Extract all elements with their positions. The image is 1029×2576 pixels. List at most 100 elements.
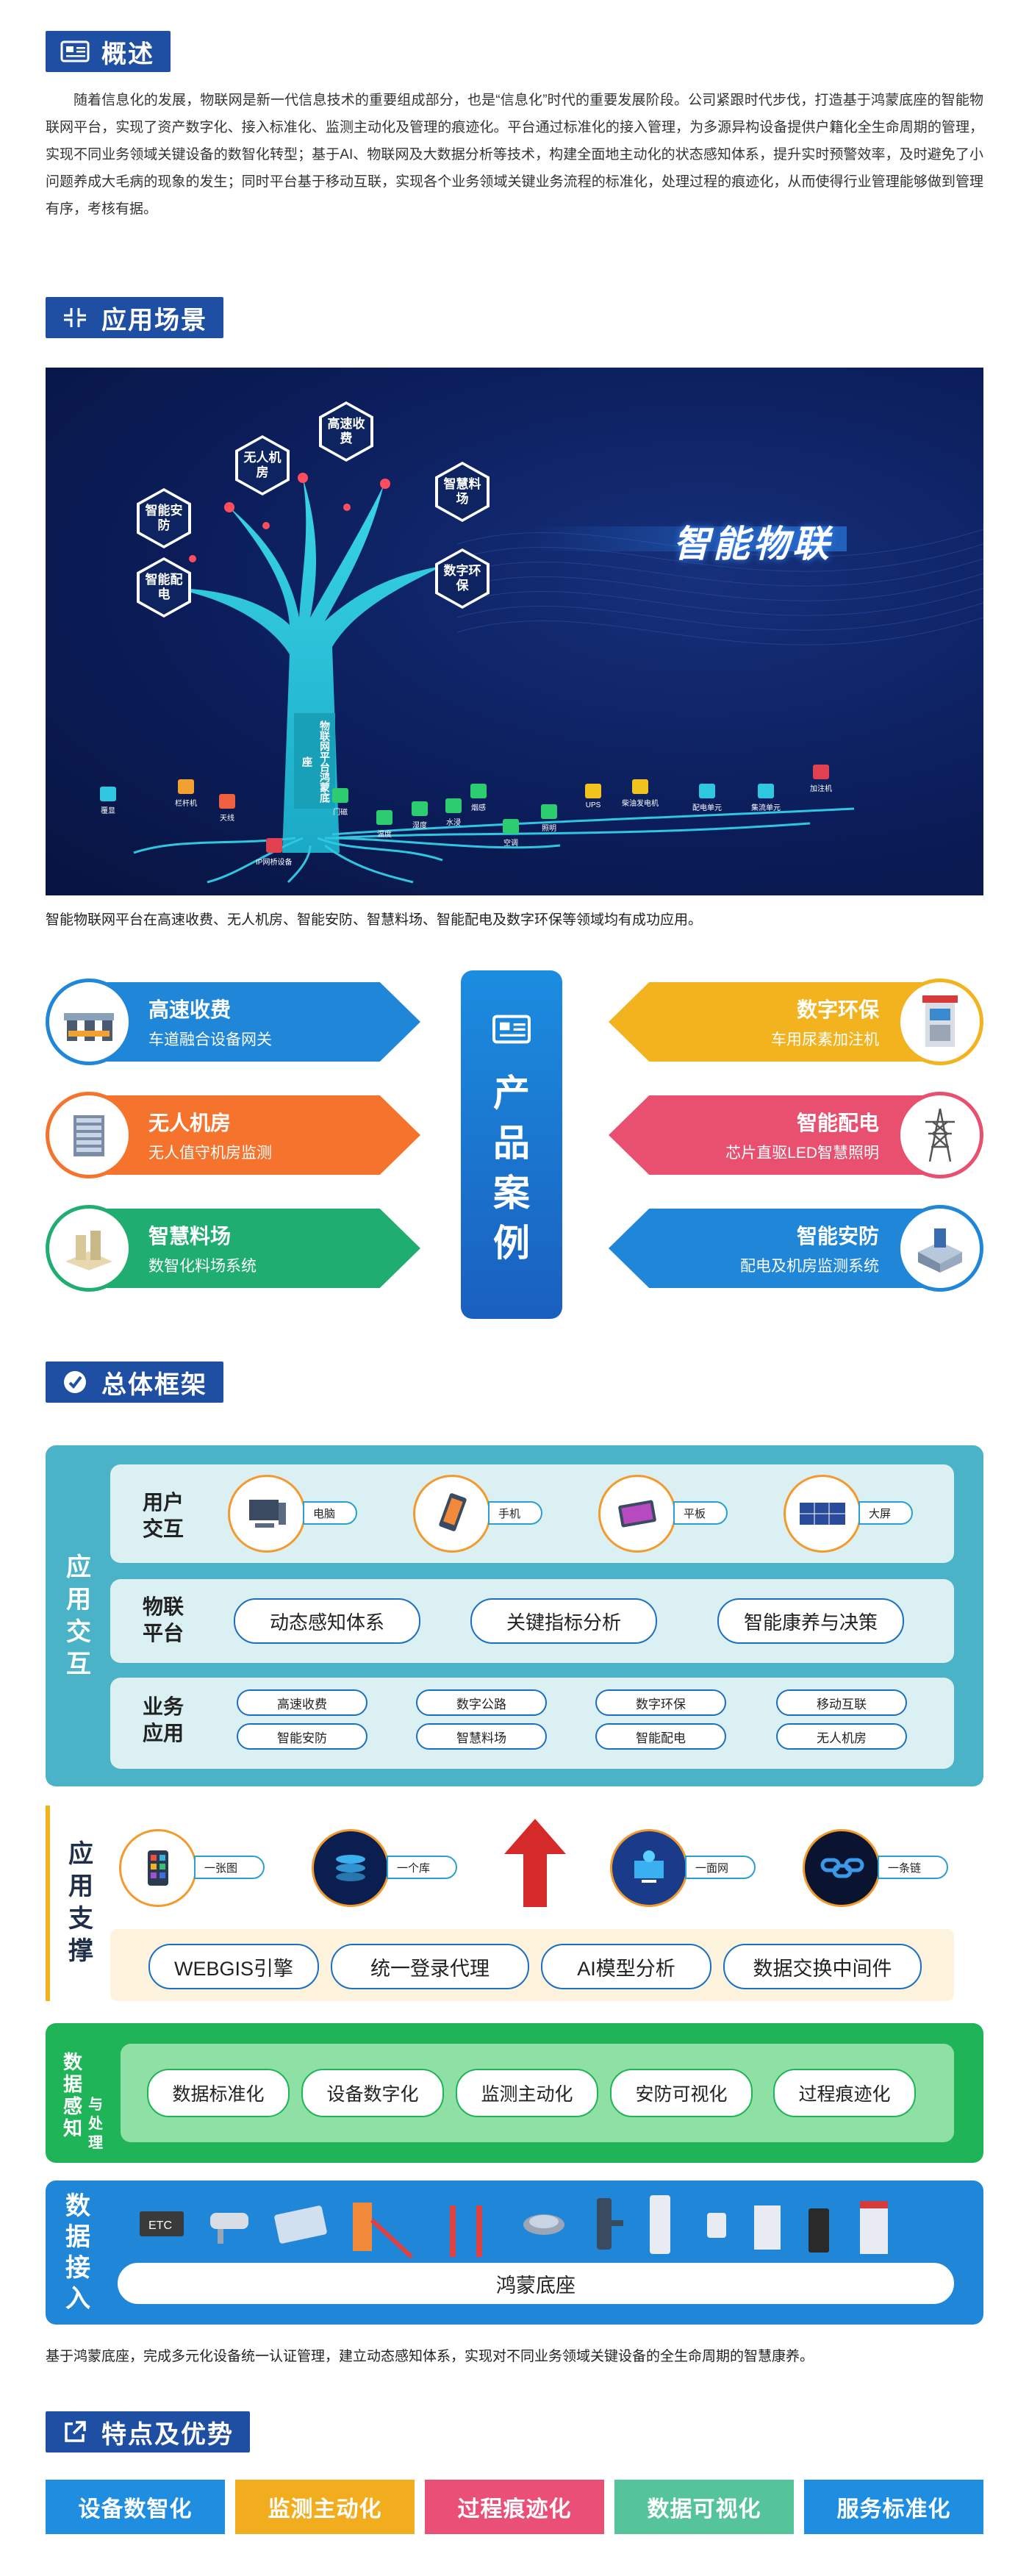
case-title: 高速收费 xyxy=(148,998,232,1021)
case-title: 智能配电 xyxy=(796,1112,879,1134)
card-icon xyxy=(60,40,90,63)
feature-badge: 数据可视化 xyxy=(614,2480,794,2534)
feature-badge: 设备数智化 xyxy=(46,2480,225,2534)
section-header-framework: 总体框架 xyxy=(46,1362,223,1403)
external-link-icon xyxy=(60,2420,90,2444)
processing-item: 数据标准化 xyxy=(147,2069,290,2117)
case-title: 智慧料场 xyxy=(148,1225,232,1248)
case-subtitle: 数智化料场系统 xyxy=(148,1258,257,1275)
app-support-accent-bar xyxy=(46,1806,50,2001)
dispenser-icon xyxy=(860,2201,888,2254)
section-title: 总体框架 xyxy=(101,1370,207,1399)
one-network-icon xyxy=(610,1829,688,1907)
processing-item: 监测主动化 xyxy=(456,2069,598,2117)
hex-scene-toll: 高速收费 xyxy=(319,401,373,462)
grid-cross-icon xyxy=(60,306,90,329)
data-access-label: 数据接入 xyxy=(65,2192,90,2313)
hex-scene-yard: 智慧料场 xyxy=(435,462,490,522)
image-title: 智能物联 xyxy=(531,515,847,565)
processing-item: 设备数字化 xyxy=(301,2069,444,2117)
center-title-2: 品 xyxy=(493,1123,530,1164)
support-icon-label: 一条链 xyxy=(878,1856,948,1879)
card-icon xyxy=(492,1015,531,1048)
support-icon-label: 一面网 xyxy=(685,1856,756,1879)
one-database-icon xyxy=(312,1829,390,1907)
case-title: 智能安防 xyxy=(796,1225,879,1248)
product-cases-pillar: 产 品 案 例 xyxy=(461,970,562,1319)
one-map-icon xyxy=(119,1829,197,1907)
phone-icon xyxy=(413,1475,491,1553)
hongmeng-base-bar: 鸿蒙底座 xyxy=(118,2263,954,2304)
device-label: 电脑 xyxy=(303,1501,357,1525)
access-devices-row: ETC xyxy=(132,2191,948,2264)
case-unmanned-room: 无人机房无人值守机房监测 xyxy=(46,1092,435,1178)
iot-scene-image: 物联网平台鸿蒙底座 高速收费 无人机房 智能安防 智能配电 智慧料场 数字环保 … xyxy=(46,368,983,895)
device-power-unit: 配电单元 xyxy=(692,784,722,812)
case-smart-security: 智能安防配电及机房监测系统 xyxy=(594,1205,983,1292)
device-light: 照明 xyxy=(541,804,557,833)
tablet-device-icon xyxy=(274,2205,327,2244)
tablet-icon xyxy=(598,1475,676,1553)
case-toll: 高速收费车道融合设备网关 xyxy=(46,978,435,1065)
feature-badge: 过程痕迹化 xyxy=(425,2480,604,2534)
one-chain-icon xyxy=(803,1829,881,1907)
device-smoke: 烟感 xyxy=(470,784,487,812)
section-title: 概述 xyxy=(101,40,154,68)
center-title-3: 案 xyxy=(493,1173,530,1214)
case-material-yard: 智慧料场数智化料场系统 xyxy=(46,1205,435,1292)
computer-icon xyxy=(228,1475,306,1553)
device-dispenser: 加注机 xyxy=(810,765,832,793)
cabinet-icon xyxy=(754,2205,781,2250)
framework-caption: 基于鸿蒙底座，完成多元化设备统一认证管理，建立动态感知体系，实现对不同业务领域关… xyxy=(46,2349,814,2364)
case-subtitle: 芯片直驱LED智慧照明 xyxy=(725,1145,879,1162)
compass-icon xyxy=(60,1370,90,1394)
device-humidity: 湿度 xyxy=(412,801,428,830)
substation-icon xyxy=(897,1205,983,1292)
section-header-scenes: 应用场景 xyxy=(46,297,223,338)
support-icon-label: 一个库 xyxy=(387,1856,457,1879)
processing-item: 安防可视化 xyxy=(610,2069,753,2117)
device-barrier: 栏杆机 xyxy=(175,779,197,808)
scenes-caption: 智能物联网平台在高速收费、无人机房、智能安防、智慧料场、智能配电及数字环保等领域… xyxy=(46,912,703,928)
device-label: 手机 xyxy=(488,1501,542,1525)
business-item: 高速收费 xyxy=(237,1689,368,1716)
device-antenna: 天线 xyxy=(219,794,235,823)
device-temperature: 温度 xyxy=(376,810,392,839)
app-interaction-label: 应用交互 xyxy=(66,1553,91,1678)
case-subtitle: 配电及机房监测系统 xyxy=(740,1258,879,1275)
business-app-label: 业务应用 xyxy=(143,1695,184,1745)
platform-item: 关键指标分析 xyxy=(470,1598,657,1644)
urea-dispenser-icon xyxy=(897,978,983,1065)
device-label: 平板 xyxy=(673,1501,728,1525)
device-aircon: 空调 xyxy=(503,819,519,848)
section-header-overview: 概述 xyxy=(46,31,171,72)
trunk-label: 物联网平台鸿蒙底座 xyxy=(301,720,331,803)
hex-scene-unmanned-room: 无人机房 xyxy=(235,435,290,495)
big-screen-icon xyxy=(784,1475,861,1553)
business-item: 移动互联 xyxy=(776,1689,907,1716)
case-title: 数字环保 xyxy=(796,998,879,1021)
section-title: 应用场景 xyxy=(101,306,207,334)
overview-paragraph: 随着信息化的发展，物联网是新一代信息技术的重要组成部分，也是“信息化”时代的重要… xyxy=(46,93,983,217)
section-header-features: 特点及优势 xyxy=(46,2411,250,2452)
support-item: WEBGIS引擎 xyxy=(148,1944,319,1989)
iot-platform-label: 物联平台 xyxy=(143,1595,184,1645)
hex-scene-power: 智能配电 xyxy=(137,557,191,618)
business-item: 数字公路 xyxy=(416,1689,547,1716)
ups-icon xyxy=(808,2208,829,2253)
svg-text:ETC: ETC xyxy=(148,2219,172,2232)
etc-device-icon: ETC xyxy=(140,2211,184,2236)
device-water: 水浸 xyxy=(445,798,462,827)
data-processing-label: 数据感知 与处理 xyxy=(62,2051,103,2151)
support-item: 数据交换中间件 xyxy=(723,1944,922,1989)
power-tower-icon xyxy=(897,1092,983,1178)
app-support-label: 应用支撑 xyxy=(68,1840,93,1965)
center-title-4: 例 xyxy=(493,1223,530,1264)
support-item: 统一登录代理 xyxy=(331,1944,529,1989)
business-item: 无人机房 xyxy=(776,1723,907,1750)
device-ups: UPS xyxy=(585,784,601,809)
device-ip-bridge: IP网桥设备 xyxy=(256,838,292,867)
device-display: 覆显 xyxy=(100,787,116,815)
platform-item: 智能康养与决策 xyxy=(717,1598,904,1644)
device-label: 大屏 xyxy=(858,1501,913,1525)
